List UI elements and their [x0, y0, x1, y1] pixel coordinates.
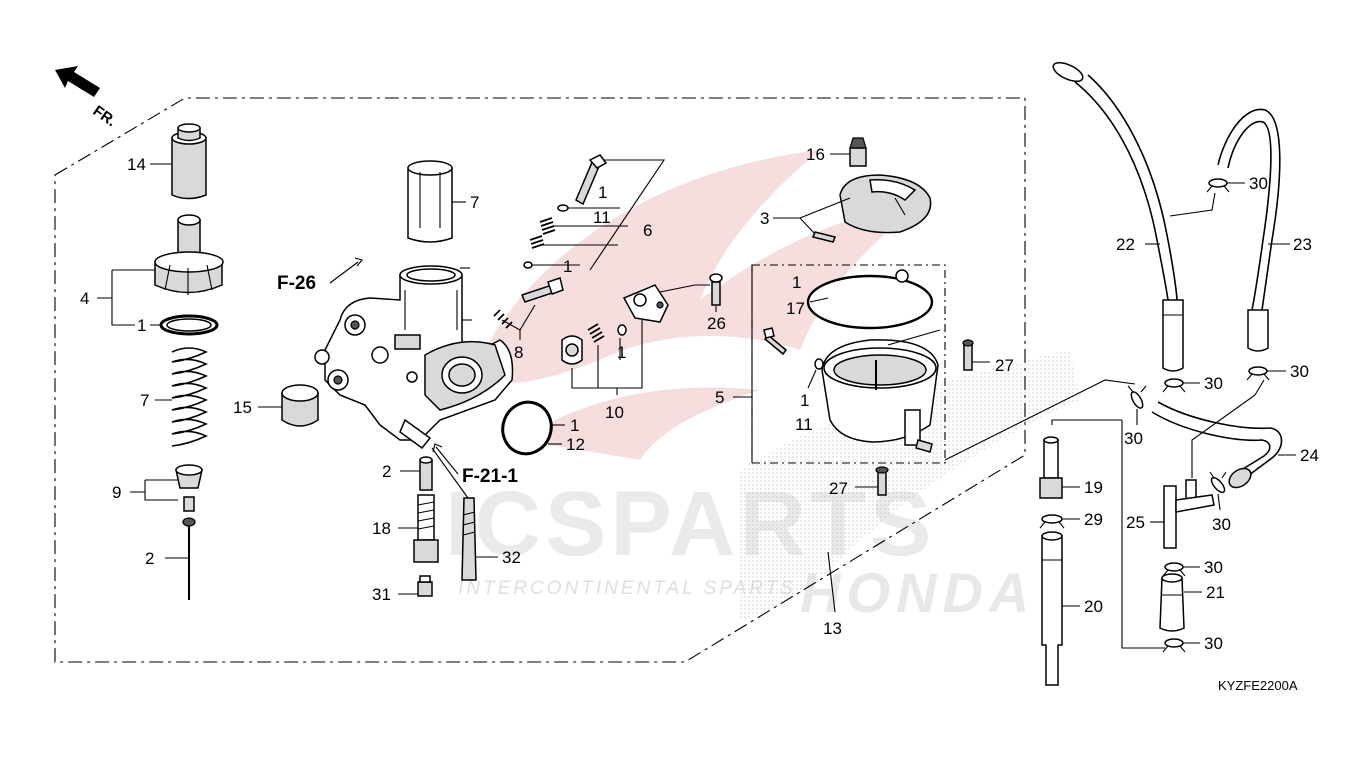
callout-1-bowl-washer: 1 [800, 391, 809, 410]
part-30-hose-clip-2 [1162, 378, 1186, 393]
callout-1-top: 1 [598, 183, 607, 202]
part-30-hose-clip-3 [1246, 366, 1270, 381]
front-direction-indicator: FR. [55, 66, 119, 130]
carburetor-body [314, 265, 514, 450]
part-20-drain-tube [1041, 531, 1063, 686]
part-15-rubber-cap [281, 384, 319, 427]
callout-30-d: 30 [1124, 429, 1143, 448]
part-27-drain-screw [875, 466, 889, 496]
part-23-vent-tube [1217, 108, 1281, 352]
part-10-pilot-screw-set [561, 323, 627, 365]
part-6-throttle-stop-screw [575, 154, 608, 206]
part-16-float-valve [849, 137, 867, 167]
callout-18: 18 [372, 519, 391, 538]
callout-1-mid: 1 [563, 257, 572, 276]
callout-9: 9 [112, 483, 121, 502]
watermark-wing-shape [470, 150, 920, 384]
callout-29: 29 [1084, 510, 1103, 529]
callout-26: 26 [707, 314, 726, 333]
part-9-needle-clip [175, 464, 203, 512]
part-26-choke-plate [622, 273, 723, 323]
callout-2-jet: 2 [382, 462, 391, 481]
watermark-tagline: INTERCONTINENTAL SPARTS [458, 578, 796, 599]
callout-25: 25 [1126, 513, 1145, 532]
callout-11-bowl: 11 [795, 415, 813, 434]
part-30-hose-clip [1206, 178, 1230, 193]
part-3-float-pin [811, 231, 837, 243]
callout-13: 13 [823, 619, 842, 638]
callout-2-needle: 2 [145, 549, 154, 568]
callout-11-top: 11 [593, 208, 611, 227]
callout-32: 32 [502, 548, 521, 567]
callout-7-valve: 7 [470, 193, 479, 212]
callout-7-spring: 7 [140, 391, 149, 410]
callout-17: 17 [786, 299, 805, 318]
callout-23: 23 [1293, 235, 1312, 254]
stipple-area [740, 350, 1080, 620]
callout-20: 20 [1084, 597, 1103, 616]
part-7-throttle-valve [407, 160, 453, 243]
reference-f26: F-26 [277, 273, 316, 294]
callout-27-bowl: 27 [995, 356, 1014, 375]
callout-1-gasket: 1 [570, 416, 579, 435]
callout-30-b: 30 [1204, 374, 1223, 393]
watermark-secondary: HONDA [800, 561, 1035, 624]
part-27-bowl-screw [962, 339, 974, 371]
callout-4: 4 [80, 289, 89, 308]
front-arrow-icon [55, 66, 100, 97]
callout-6: 6 [643, 221, 652, 240]
part-22-overflow-tube [1052, 61, 1184, 372]
front-direction-label: FR. [90, 102, 120, 130]
part-24-fuel-hose [1151, 401, 1283, 489]
callout-30-c: 30 [1290, 362, 1309, 381]
callout-1-bowl: 1 [792, 273, 801, 292]
callout-24: 24 [1300, 446, 1319, 465]
callout-30-e: 30 [1212, 515, 1231, 534]
part-30-hose-clip-5 [1209, 471, 1227, 494]
callout-12: 12 [566, 435, 585, 454]
part-19-drain-joint [1039, 436, 1063, 499]
part-2-jet-needle [182, 517, 196, 600]
reference-f21: F-21-1 [462, 466, 518, 487]
part-8-air-screw [493, 277, 564, 329]
part-float [839, 174, 932, 234]
part-21-tube-joint [1159, 573, 1185, 632]
part-2-needle-jet [419, 456, 433, 491]
part-25-three-way-joint [1163, 479, 1215, 549]
drawing-code: KYZFE2200A [1218, 678, 1298, 693]
callout-8: 8 [514, 343, 523, 362]
callout-14: 14 [127, 155, 146, 174]
callout-22: 22 [1116, 235, 1135, 254]
callout-30-f: 30 [1204, 558, 1223, 577]
callout-31: 31 [372, 585, 391, 604]
callout-1-o-ring: 1 [137, 316, 146, 335]
callout-3: 3 [760, 209, 769, 228]
watermark-wing-shape-2 [520, 387, 760, 460]
callout-5: 5 [715, 388, 724, 407]
part-31-main-jet [417, 575, 433, 597]
part-30-hose-clip-6 [1162, 562, 1186, 577]
part-17-bowl-gasket [806, 274, 934, 330]
part-7-throttle-spring [171, 347, 208, 447]
callout-30-g: 30 [1204, 634, 1223, 653]
part-float-bowl [821, 329, 941, 453]
part-12-insulator-gasket [501, 400, 553, 456]
part-4-throttle-top [154, 214, 224, 295]
callout-21: 21 [1206, 583, 1225, 602]
assembly-boundary-frame [54, 97, 1026, 663]
callout-10: 10 [605, 403, 624, 422]
part-29-tube-clip [1039, 514, 1065, 529]
callout-30-a: 30 [1249, 174, 1268, 193]
part-14-carb-top-cap [171, 123, 207, 200]
callout-16: 16 [806, 145, 825, 164]
callout-1-washer: 1 [617, 343, 626, 362]
part-32-slow-jet [431, 447, 477, 581]
part-30-hose-clip-7 [1162, 638, 1186, 653]
callout-27-screw: 27 [829, 479, 848, 498]
callout-15: 15 [233, 398, 252, 417]
part-30-hose-clip-4 [1127, 385, 1147, 409]
callout-19: 19 [1084, 478, 1103, 497]
part-18-jet-holder [413, 494, 439, 563]
